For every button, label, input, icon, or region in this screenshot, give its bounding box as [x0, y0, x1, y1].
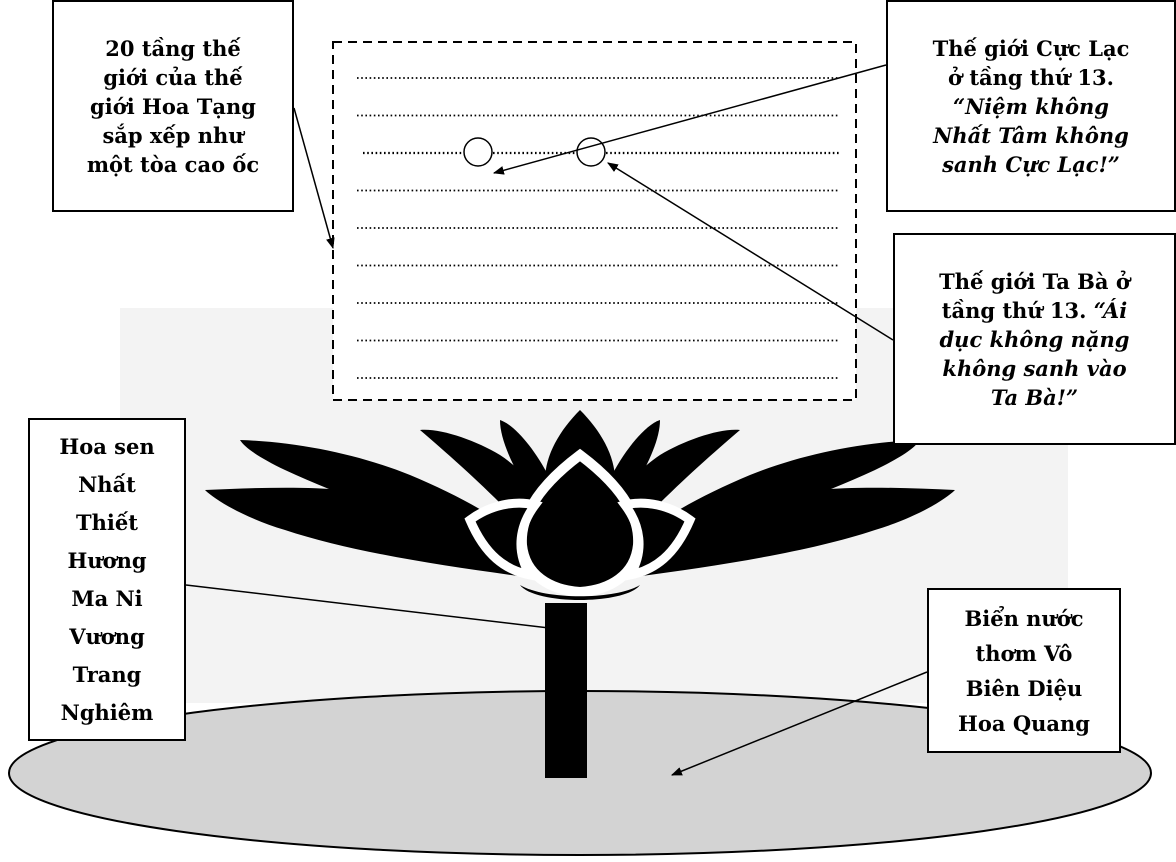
taba-quote: Ta Bà!” — [991, 385, 1078, 410]
label-cuc-lac-world: Thế giới Cực Lạc ở tầng thứ 13. “Niệm kh… — [886, 0, 1176, 212]
taba-quote: dục không nặng — [940, 327, 1130, 352]
lotus-label-line: Trang — [59, 656, 154, 694]
levels-label-line: 20 tầng thế — [87, 34, 259, 63]
taba-line: Thế giới Ta Bà ở — [939, 267, 1130, 296]
taba-line: dục không nặng — [939, 325, 1130, 354]
lotus-label-line: Hương — [59, 542, 154, 580]
sea-label-line: Biên Diệu — [958, 671, 1090, 706]
levels-label-line: một tòa cao ốc — [87, 150, 259, 179]
world-levels-box — [333, 42, 856, 400]
sea-label-line: Hoa Quang — [958, 706, 1090, 741]
cuc-lac-world-marker — [464, 138, 492, 166]
taba-quote: không sanh vào — [942, 356, 1126, 381]
lotus-label-line: Vương — [59, 618, 154, 656]
cuclac-quote-line: sanh Cực Lạc!” — [933, 150, 1130, 179]
lotus-label-line: Thiết — [59, 504, 154, 542]
arrow-left-to-levels — [294, 108, 333, 248]
levels-label-line: sắp xếp như — [87, 121, 259, 150]
lotus-label-line: Ma Ni — [59, 580, 154, 618]
cuclac-quote-line: “Niệm không — [933, 92, 1130, 121]
taba-text: tầng thứ 13. — [942, 298, 1094, 323]
taba-line: không sanh vào — [939, 354, 1130, 383]
sea-label-line: thơm Vô — [958, 636, 1090, 671]
label-ta-ba-world: Thế giới Ta Bà ở tầng thứ 13. “Ái dục kh… — [893, 233, 1176, 445]
ta-ba-world-marker — [577, 138, 605, 166]
lotus-label-line: Nhất — [59, 466, 154, 504]
taba-text: Thế giới Ta Bà ở — [939, 269, 1130, 294]
cuclac-line: Thế giới Cực Lạc — [933, 34, 1130, 63]
levels-label-line: giới Hoa Tạng — [87, 92, 259, 121]
taba-quote: “Ái — [1094, 298, 1127, 323]
lotus-label-line: Hoa sen — [59, 428, 154, 466]
cuclac-quote-line: Nhất Tâm không — [933, 121, 1130, 150]
sea-label-line: Biển nước — [958, 601, 1090, 636]
taba-line: tầng thứ 13. “Ái — [939, 296, 1130, 325]
levels-label-line: giới của thế — [87, 63, 259, 92]
cuclac-line: ở tầng thứ 13. — [933, 63, 1130, 92]
lotus-label-line: Nghiêm — [59, 694, 154, 732]
taba-line: Ta Bà!” — [939, 383, 1130, 412]
